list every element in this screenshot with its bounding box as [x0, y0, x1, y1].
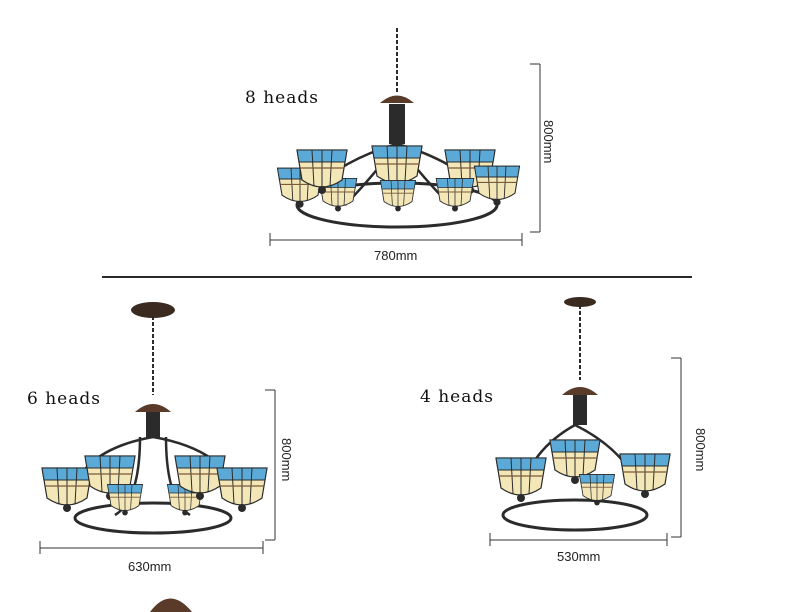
heads-label-8: 8 heads	[245, 88, 319, 108]
heads-label-4: 4 heads	[420, 387, 494, 407]
section-divider	[102, 276, 692, 278]
dimension-lines-4-heads	[489, 357, 682, 546]
chandelier-8-heads	[276, 28, 521, 229]
chandelier-4-heads	[495, 297, 671, 532]
width-label-6: 630mm	[128, 559, 172, 574]
dimension-lines-8-heads	[269, 63, 541, 246]
height-label-8: 800mm	[541, 120, 556, 164]
chandelier-6-heads	[41, 302, 268, 535]
width-label-4: 530mm	[557, 549, 601, 564]
dimension-lines-6-heads	[39, 389, 276, 554]
height-label-4: 800mm	[693, 428, 708, 472]
heads-label-6: 6 heads	[27, 389, 101, 409]
height-label-6: 800mm	[279, 438, 294, 482]
width-label-8: 780mm	[374, 248, 418, 263]
chandelier-partial-bottom	[150, 598, 192, 612]
